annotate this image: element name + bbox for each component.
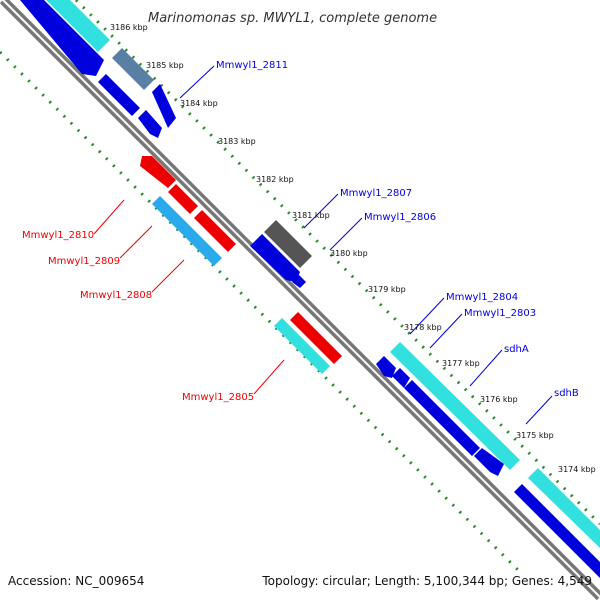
gene-feature[interactable]	[168, 184, 198, 214]
tick-label: 3181 kbp	[292, 211, 330, 220]
leader-line	[409, 297, 445, 335]
tick-label: 3176 kbp	[480, 395, 518, 404]
tick-label: 3183 kbp	[218, 137, 256, 146]
leader-line	[329, 217, 363, 251]
forward-strand-features	[20, 0, 600, 578]
gene-label[interactable]: Mmwyl1_2811	[216, 60, 288, 71]
leader-line	[429, 313, 463, 349]
forward-gene-labels: Mmwyl1_2811 Mmwyl1_2807 Mmwyl1_2806 Mmwy…	[216, 60, 579, 399]
gene-feature[interactable]	[514, 484, 600, 578]
tick-labels: 3186 kbp 3185 kbp 3184 kbp 3183 kbp 3182…	[110, 23, 596, 474]
gene-label[interactable]: Mmwyl1_2806	[364, 212, 436, 223]
tick-label: 3177 kbp	[442, 359, 480, 368]
gene-label[interactable]: Mmwyl1_2807	[340, 188, 412, 199]
accession-text: Accession: NC_009654	[8, 574, 145, 588]
gene-feature[interactable]	[528, 468, 600, 548]
gene-feature[interactable]	[152, 196, 222, 266]
gene-feature[interactable]	[474, 448, 504, 476]
tick-label: 3175 kbp	[516, 431, 554, 440]
gene-feature[interactable]	[140, 156, 176, 188]
gene-feature[interactable]	[194, 210, 236, 252]
gene-label[interactable]: Mmwyl1_2804	[446, 292, 518, 303]
gene-feature[interactable]	[390, 342, 520, 470]
leader-line	[525, 395, 553, 425]
reverse-strand-features	[140, 156, 342, 374]
leader-line	[303, 193, 339, 229]
gene-label[interactable]: sdhA	[504, 344, 529, 355]
gene-feature[interactable]	[290, 312, 342, 364]
map-title: Marinomonas sp. MWYL1, complete genome	[148, 11, 437, 26]
leader-line	[179, 65, 215, 99]
leader-line	[119, 225, 153, 259]
gene-feature[interactable]	[152, 84, 176, 128]
leader-line	[151, 259, 185, 293]
tick-label: 3179 kbp	[368, 285, 406, 294]
tick-label: 3186 kbp	[110, 23, 148, 32]
tick-label: 3182 kbp	[256, 175, 294, 184]
gene-label[interactable]: Mmwyl1_2810	[22, 230, 94, 241]
gene-feature[interactable]	[392, 368, 410, 388]
gene-feature[interactable]	[274, 318, 330, 374]
gene-label[interactable]: Mmwyl1_2809	[48, 256, 120, 267]
gene-feature[interactable]	[112, 48, 154, 90]
tick-label: 3185 kbp	[146, 61, 184, 70]
gene-feature[interactable]	[250, 234, 300, 282]
gene-label[interactable]: Mmwyl1_2805	[182, 392, 254, 403]
gene-label[interactable]: Mmwyl1_2803	[464, 308, 536, 319]
gene-feature[interactable]	[46, 0, 110, 52]
tick-label: 3184 kbp	[180, 99, 218, 108]
tick-label: 3174 kbp	[558, 465, 596, 474]
outer-tick-ring	[74, 0, 600, 526]
gene-feature[interactable]	[376, 356, 396, 378]
gene-feature[interactable]	[20, 0, 104, 76]
gene-label[interactable]: sdhB	[554, 388, 579, 399]
leader-line	[93, 199, 125, 235]
tick-label: 3180 kbp	[330, 249, 368, 258]
gene-feature[interactable]	[264, 220, 312, 268]
gene-feature[interactable]	[98, 74, 140, 116]
leader-line	[253, 359, 285, 395]
gene-feature[interactable]	[404, 380, 480, 456]
tick-label: 3178 kbp	[404, 323, 442, 332]
reverse-gene-labels: Mmwyl1_2810 Mmwyl1_2809 Mmwyl1_2808 Mmwy…	[22, 230, 254, 403]
gene-feature[interactable]	[292, 274, 306, 288]
inner-tick-ring	[0, 50, 524, 576]
label-leaders	[93, 65, 553, 425]
gene-feature[interactable]	[138, 110, 162, 138]
topology-text: Topology: circular; Length: 5,100,344 bp…	[262, 574, 592, 588]
leader-line	[469, 349, 503, 387]
gene-label[interactable]: Mmwyl1_2808	[80, 290, 152, 301]
